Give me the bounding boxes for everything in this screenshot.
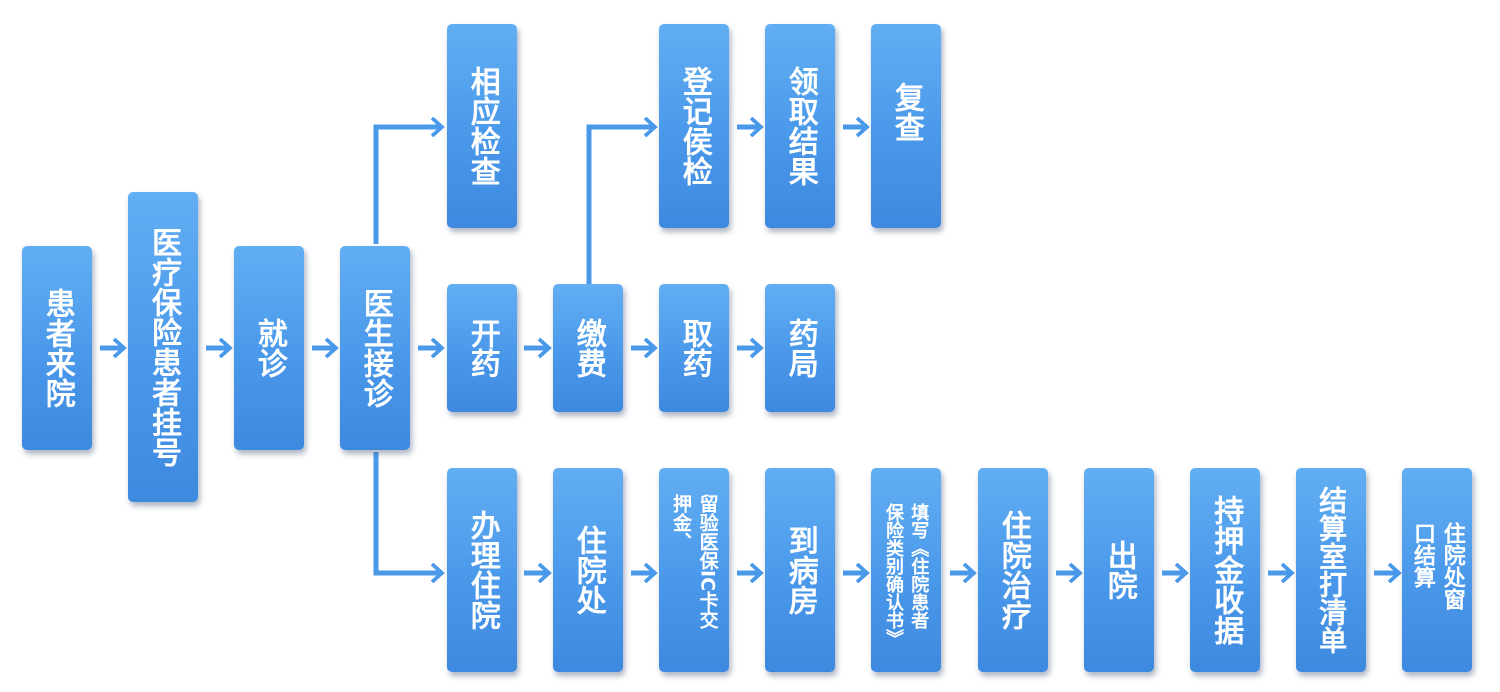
node-label: 开药 [464,318,500,378]
node-patient-arrive: 患者来院 [22,246,92,450]
arrow-doctor-to-exam [373,127,440,244]
node-label: 到病房 [782,525,818,615]
node-label: 住院处 [570,525,606,615]
node-label: 出院 [1101,540,1137,600]
node-deposit-receipt: 持押金收据 [1190,468,1260,672]
node-label: 住院处窗口结算 [1410,522,1465,610]
node-prescribe: 开药 [447,284,517,412]
node-label: 缴费 [570,318,606,378]
node-label: 患者来院 [39,288,75,408]
node-label: 就诊 [251,318,287,378]
node-label: 医疗保险患者挂号 [146,227,181,467]
node-treatment: 住院治疗 [978,468,1048,672]
node-register-exam: 登记侯检 [659,24,729,228]
node-get-medicine: 取药 [659,284,729,412]
node-exam: 相应检查 [447,24,517,228]
node-label: 复查 [888,82,924,142]
node-inpatient-office: 住院处 [553,468,623,672]
node-confirm-form: 填写《住院患者保险类别确认书》 [871,468,941,672]
node-recheck: 复查 [871,24,941,228]
node-doctor-visit: 医生接诊 [340,246,410,450]
node-label: 住院治疗 [995,510,1031,630]
node-deposit: 留验医保IC卡交押金、 [659,468,729,672]
node-label: 留验医保IC卡交押金、 [670,494,719,630]
node-settlement-room: 结算室打清单 [1296,468,1366,672]
node-admission: 办理住院 [447,468,517,672]
node-consult: 就诊 [234,246,304,450]
node-label: 领取结果 [782,66,818,186]
node-label: 结算室打清单 [1315,486,1349,654]
node-ward: 到病房 [765,468,835,672]
node-pay: 缴费 [553,284,623,412]
node-label: 持押金收据 [1208,495,1244,645]
node-label: 登记侯检 [676,66,712,186]
node-label: 填写《住院患者保险类别确认书》 [883,502,930,647]
node-label: 取药 [676,318,712,378]
arrow-doctor-to-admission [373,452,440,573]
node-label: 药局 [782,318,818,378]
node-discharge: 出院 [1084,468,1154,672]
node-label: 办理住院 [464,510,500,630]
node-window-settle: 住院处窗口结算 [1402,468,1472,672]
node-label: 医生接诊 [357,288,393,408]
node-label: 相应检查 [464,66,500,186]
arrow-pay-to-register-exam [586,127,653,284]
node-pharmacy: 药局 [765,284,835,412]
node-insurance-register: 医疗保险患者挂号 [128,192,198,502]
node-get-results: 领取结果 [765,24,835,228]
